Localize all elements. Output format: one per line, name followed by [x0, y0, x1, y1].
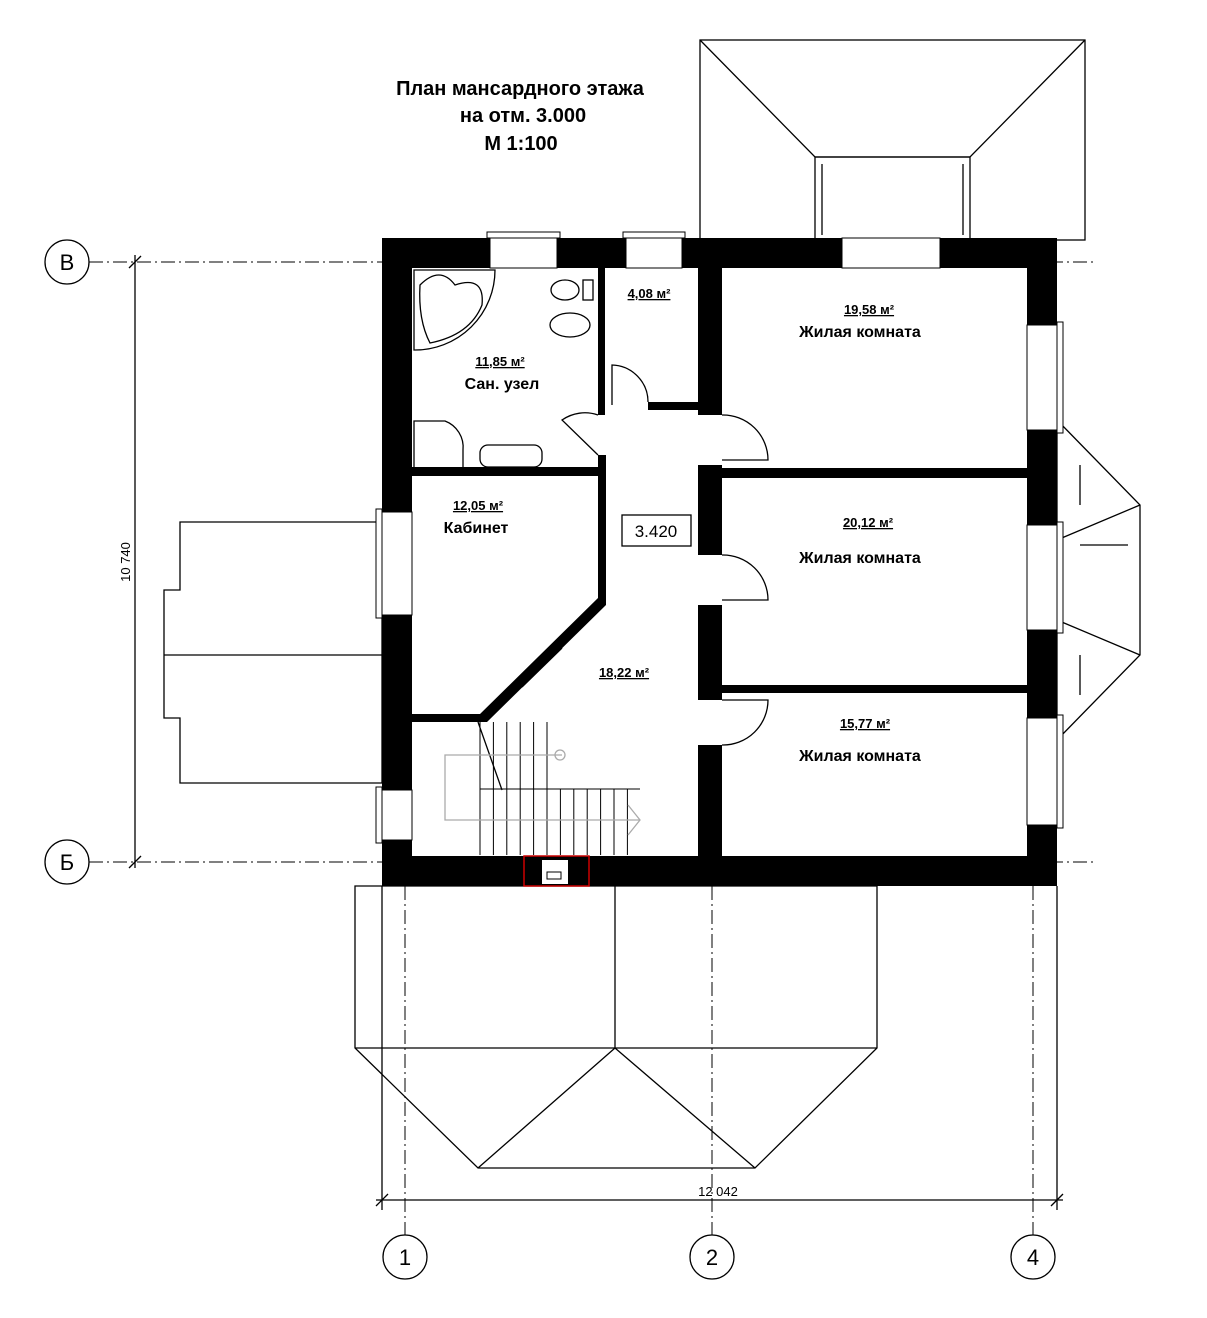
plan-title-line2: на отм. 3.000: [460, 105, 586, 127]
room-name-bathroom: Сан. узел: [465, 376, 540, 393]
staircase: [444, 721, 641, 855]
axis-label-row-v: В: [60, 250, 75, 275]
level-mark: 3.420: [635, 522, 678, 541]
doors: [521, 364, 769, 746]
axis-label-col-4: 4: [1027, 1245, 1039, 1270]
walls: [382, 238, 1057, 886]
plan-title-scale: М 1:100: [484, 133, 557, 155]
room-name-living-3: Жилая комната: [798, 748, 921, 765]
level-mark-box: [621, 514, 692, 547]
axis-label-col-1: 1: [399, 1245, 411, 1270]
room-name-living-1: Жилая комната: [798, 324, 921, 341]
dimension-vertical: 10 740: [118, 542, 133, 582]
room-name-study: Кабинет: [444, 520, 509, 537]
room-area-study: 12,05 м²: [453, 498, 504, 513]
room-area-bathroom: 11,85 м²: [475, 354, 525, 369]
axis-grid: [44, 239, 1095, 1280]
room-area-storage: 4,08 м²: [628, 286, 672, 301]
room-area-living-2: 20,12 м²: [843, 515, 894, 530]
room-area-hall: 18,22 м²: [599, 665, 650, 680]
chimney-outline: [523, 855, 590, 887]
windows: [375, 231, 1064, 887]
room-area-living-1: 19,58 м²: [844, 302, 895, 317]
dimension-lines: [128, 255, 1064, 1210]
plan-title-line1: План мансардного этажа: [396, 78, 645, 100]
room-name-living-2: Жилая комната: [798, 550, 921, 567]
roof-outlines: [163, 39, 1141, 1169]
axis-label-col-2: 2: [706, 1245, 718, 1270]
axis-label-row-b: Б: [60, 850, 74, 875]
dimension-horizontal: 12 042: [698, 1184, 738, 1199]
bathroom-fixtures: [413, 269, 594, 469]
room-area-living-3: 15,77 м²: [840, 716, 891, 731]
